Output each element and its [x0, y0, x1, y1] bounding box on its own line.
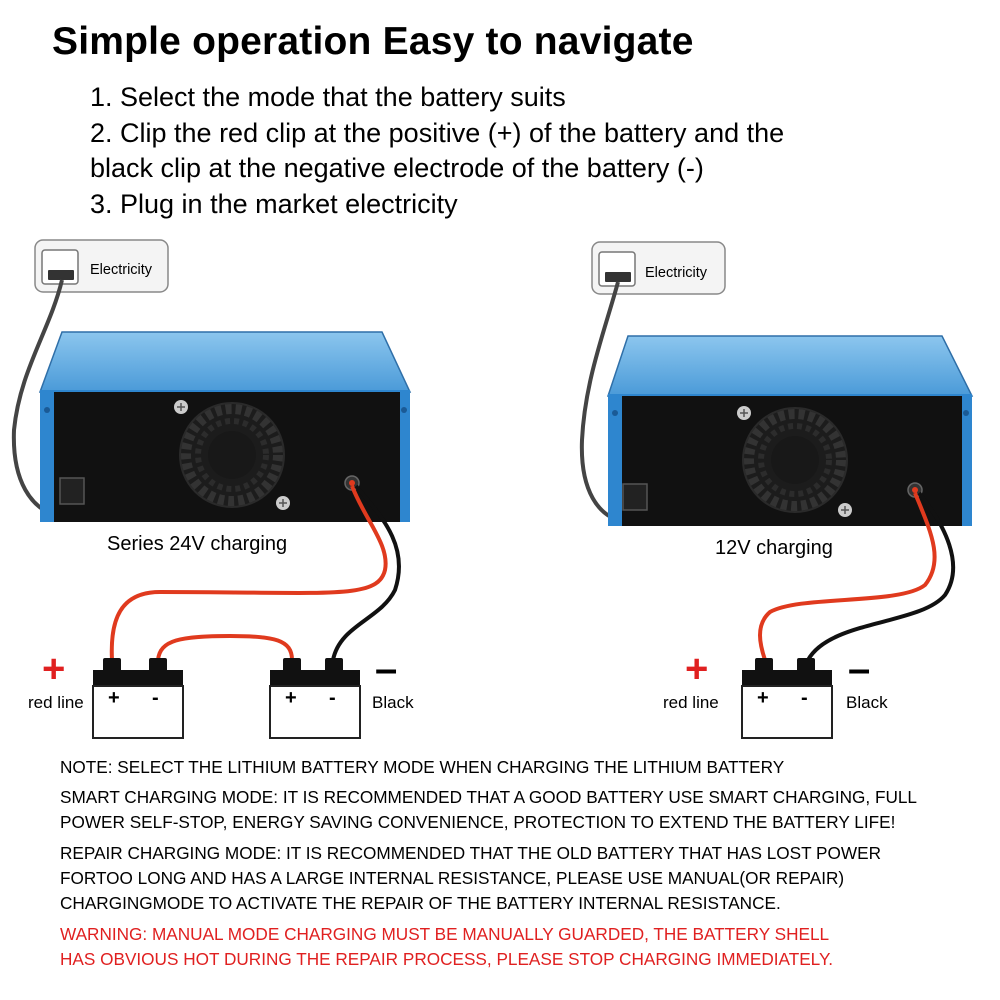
- smart-note-line-2: POWER SELF-STOP, ENERGY SAVING CONVENIEN…: [60, 812, 896, 832]
- repair-note-line-1: REPAIR CHARGING MODE: IT IS RECOMMENDED …: [60, 843, 881, 863]
- right-mode-label: 12V charging: [715, 537, 833, 559]
- step-2-continued: black clip at the negative electrode of …: [90, 153, 704, 183]
- right-outlet: Electricity: [591, 241, 726, 295]
- right-minus-sign: –: [848, 647, 870, 691]
- left-battery-2: + -: [269, 658, 361, 739]
- step-2: 2. Clip the red clip at the positive (+)…: [90, 117, 785, 148]
- smart-note-line-1: SMART CHARGING MODE: IT IS RECOMMENDED T…: [60, 787, 917, 807]
- right-charger: [606, 335, 974, 526]
- right-fan-icon: [742, 407, 848, 513]
- svg-text:-: -: [329, 687, 336, 709]
- left-fan-icon: [179, 402, 285, 508]
- repair-note-line-2: FORTOO LONG AND HAS A LARGE INTERNAL RES…: [60, 868, 845, 888]
- series-link-wire: [156, 633, 294, 661]
- repair-note-line-3: CHARGINGMODE TO ACTIVATE THE REPAIR OF T…: [60, 893, 781, 913]
- left-outlet: Electricity: [34, 239, 169, 293]
- warning-line-2: HAS OBVIOUS HOT DURING THE REPAIR PROCES…: [60, 949, 833, 969]
- right-setup: Electricity 12V charging: [579, 241, 974, 739]
- left-setup: Electricity: [11, 239, 414, 739]
- left-mode-label: Series 24V charging: [107, 533, 287, 555]
- svg-text:-: -: [801, 687, 808, 709]
- step-1: 1. Select the mode that the battery suit…: [90, 82, 566, 112]
- right-black-wire: [806, 491, 956, 662]
- right-plus-sign: +: [685, 647, 708, 691]
- left-black-wire: [331, 484, 401, 661]
- warning-note: WARNING: MANUAL MODE CHARGING MUST BE MA…: [60, 922, 917, 972]
- lithium-note: NOTE: SELECT THE LITHIUM BATTERY MODE WH…: [60, 757, 785, 777]
- right-negative-label: Black: [846, 693, 888, 712]
- right-battery: + -: [741, 658, 833, 739]
- instruction-steps: 1. Select the mode that the battery suit…: [90, 80, 784, 222]
- warning-line-1: WARNING: MANUAL MODE CHARGING MUST BE MA…: [60, 924, 830, 944]
- svg-text:+: +: [285, 687, 297, 709]
- svg-text:+: +: [108, 687, 120, 709]
- left-plus-sign: +: [42, 647, 65, 691]
- notes-section: NOTE: SELECT THE LITHIUM BATTERY MODE WH…: [60, 755, 917, 978]
- right-outlet-label: Electricity: [645, 265, 708, 281]
- svg-text:+: +: [757, 687, 769, 709]
- left-battery-1: + -: [92, 658, 184, 739]
- right-red-wire: [758, 492, 937, 661]
- left-red-wire: [109, 485, 388, 661]
- left-power-cord: [11, 279, 64, 520]
- right-power-cord: [579, 281, 627, 524]
- charging-diagram: Electricity: [11, 239, 974, 739]
- power-port-icon: [622, 483, 648, 511]
- left-charger: [38, 331, 412, 522]
- left-positive-label: red line: [28, 693, 84, 712]
- left-minus-sign: –: [375, 647, 397, 691]
- svg-text:-: -: [152, 687, 159, 709]
- left-outlet-label: Electricity: [90, 262, 153, 278]
- power-port-icon: [59, 477, 85, 505]
- page-title: Simple operation Easy to navigate: [52, 20, 694, 63]
- smart-mode-note: SMART CHARGING MODE: IT IS RECOMMENDED T…: [60, 785, 917, 835]
- repair-mode-note: REPAIR CHARGING MODE: IT IS RECOMMENDED …: [60, 841, 917, 916]
- step-3: 3. Plug in the market electricity: [90, 188, 458, 219]
- left-negative-label: Black: [372, 693, 414, 712]
- right-positive-label: red line: [663, 693, 719, 712]
